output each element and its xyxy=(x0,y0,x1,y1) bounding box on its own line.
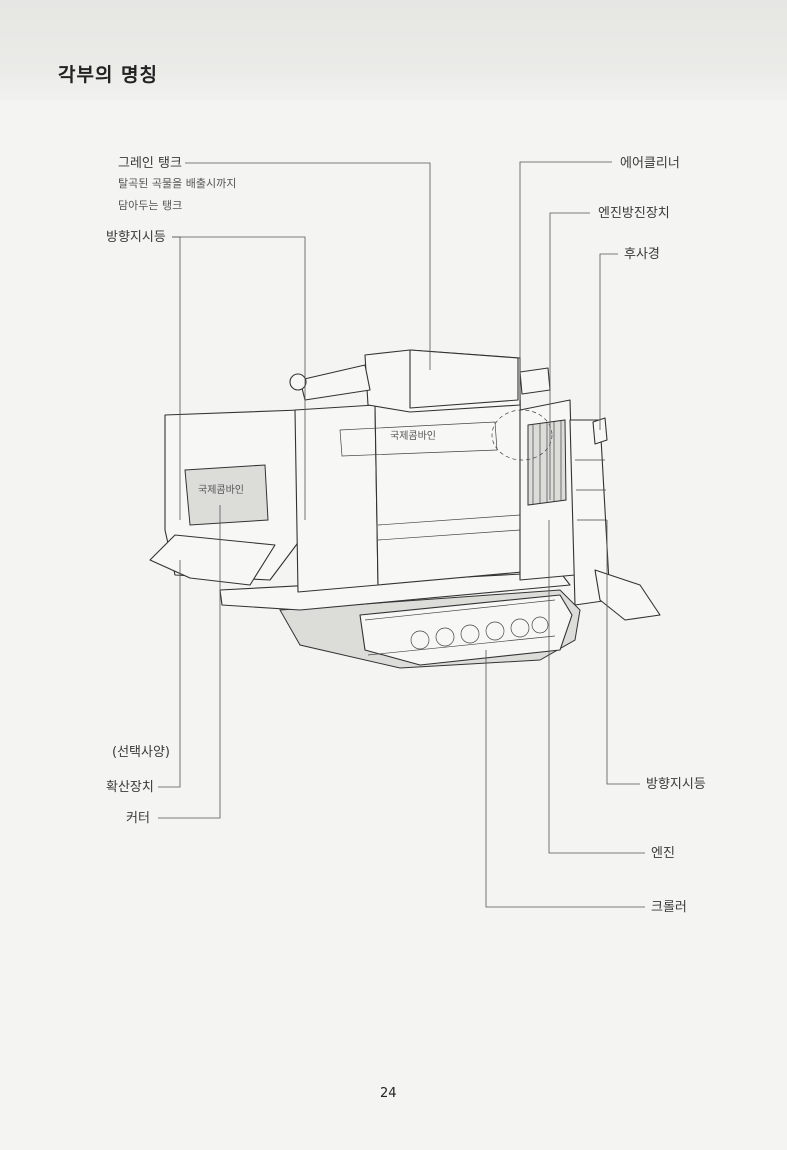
page-title: 각부의 명칭 xyxy=(58,64,159,86)
side-brand-plate: 국제콤바인 xyxy=(390,431,436,442)
label-cutter: 커터 xyxy=(126,811,150,826)
label-spreader: 확산장치 xyxy=(106,780,154,795)
header-band xyxy=(0,0,787,100)
label-engine: 엔진 xyxy=(651,846,675,861)
label-rear-mirror: 후사경 xyxy=(624,247,660,262)
leader-lines xyxy=(158,161,645,908)
label-crawler: 크롤러 xyxy=(651,900,687,915)
label-grain-tank: 그레인 탱크 xyxy=(118,156,182,171)
label-turn-signal-right: 방향지시등 xyxy=(646,777,706,792)
label-engine-guard: 엔진방진장치 xyxy=(598,206,670,221)
label-air-cleaner: 에어클리너 xyxy=(620,156,680,171)
page-number: 24 xyxy=(380,1086,397,1101)
label-turn-signal-left: 방향지시등 xyxy=(106,230,166,245)
front-brand-plate: 국제콤바인 xyxy=(198,485,244,496)
label-grain-tank-desc-2: 담아두는 탱크 xyxy=(118,199,183,212)
combine-body xyxy=(149,349,661,669)
label-optional: (선택사양) xyxy=(112,745,170,760)
label-grain-tank-desc-1: 탈곡된 곡물을 배출시까지 xyxy=(118,177,237,190)
